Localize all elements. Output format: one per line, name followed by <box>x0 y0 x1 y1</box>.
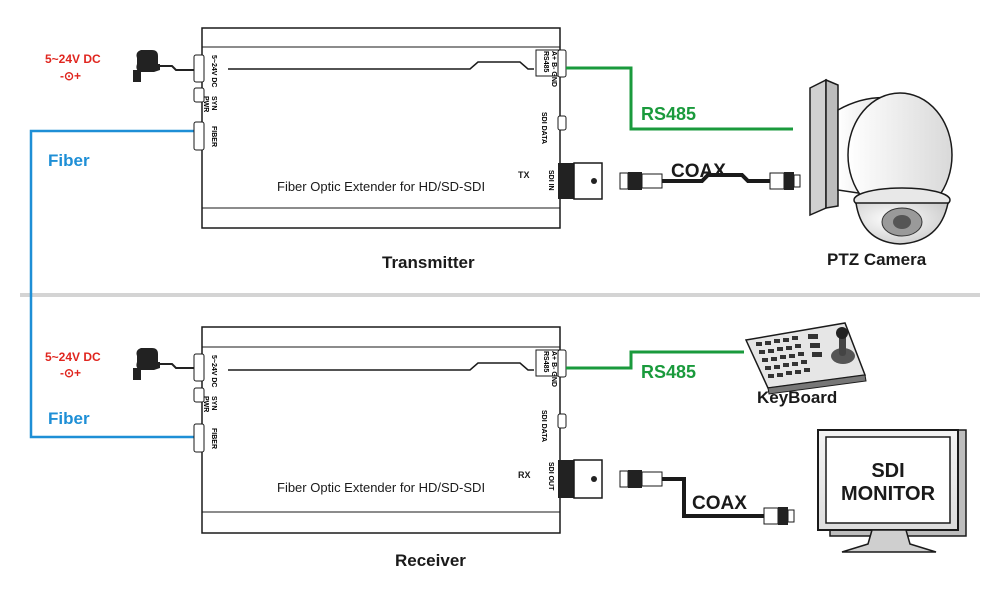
tx-power-supply: 5~24V DC -⊙+ <box>45 50 196 83</box>
monitor-icon <box>817 429 967 553</box>
tx-port-pwr: PWR <box>202 96 209 112</box>
rx-port-rs485: RS485 <box>542 351 549 373</box>
fiber-cable <box>29 129 195 439</box>
fiber-label-bottom: Fiber <box>48 409 90 428</box>
receiver-unit: 5~24V DC SYN PWR FIBER RS485 A+ B- GND S… <box>193 326 603 534</box>
tx-port-sdi-data: SDI DATA <box>540 112 547 144</box>
rx-device-tag: RX <box>518 470 531 480</box>
rx-port-syn: SYN <box>210 396 217 410</box>
tx-coax-cable <box>619 172 801 190</box>
tx-rs485-label: RS485 <box>641 104 696 124</box>
transmitter-unit: 5~24V DC SYN PWR FIBER RS485 A+ B- GND S… <box>193 27 603 229</box>
camera-label: PTZ Camera <box>827 250 927 269</box>
keyboard-label: KeyBoard <box>757 388 837 407</box>
section-divider <box>20 293 980 297</box>
tx-coax-label: COAX <box>671 161 726 182</box>
tx-power-voltage-label: 5~24V DC <box>45 52 101 66</box>
rx-power-plug-icon <box>133 348 196 380</box>
rx-power-voltage-label: 5~24V DC <box>45 350 101 364</box>
tx-port-dc: 5~24V DC <box>210 55 217 88</box>
rx-rs485-label: RS485 <box>641 362 696 382</box>
rx-rs485-cable <box>566 350 744 370</box>
keyboard-icon <box>744 322 867 395</box>
tx-device-tag: TX <box>518 170 530 180</box>
rx-power-supply: 5~24V DC -⊙+ <box>45 348 196 380</box>
tx-device-description: Fiber Optic Extender for HD/SD-SDI <box>277 179 485 194</box>
tx-rs485-cable <box>566 66 793 131</box>
tx-power-polarity: -⊙+ <box>60 69 81 83</box>
rx-coax-label: COAX <box>692 493 747 514</box>
fiber-label-top: Fiber <box>48 151 90 170</box>
rx-port-rs485-pins: A+ B- GND <box>550 351 557 387</box>
tx-port-sdi-in: SDI IN <box>547 170 554 191</box>
tx-port-fiber: FIBER <box>210 126 217 147</box>
ptz-camera-icon <box>809 78 953 245</box>
rx-port-sdi-out: SDI OUT <box>547 462 554 491</box>
rx-port-dc: 5~24V DC <box>210 355 217 388</box>
rx-power-polarity: -⊙+ <box>60 366 81 380</box>
rx-port-pwr: PWR <box>202 396 209 412</box>
tx-power-plug-icon <box>133 50 196 82</box>
receiver-title: Receiver <box>395 551 466 570</box>
transmitter-title: Transmitter <box>382 253 475 272</box>
monitor-label-line1: SDI <box>871 460 904 482</box>
monitor-label-line2: MONITOR <box>841 483 936 505</box>
rx-port-fiber: FIBER <box>210 428 217 449</box>
tx-port-syn: SYN <box>210 96 217 110</box>
rx-device-description: Fiber Optic Extender for HD/SD-SDI <box>277 480 485 495</box>
rx-port-sdi-data: SDI DATA <box>540 410 547 442</box>
tx-port-rs485: RS485 <box>542 51 549 73</box>
rx-coax-cable <box>619 470 795 525</box>
tx-port-rs485-pins: A+ B- GND <box>550 51 557 87</box>
